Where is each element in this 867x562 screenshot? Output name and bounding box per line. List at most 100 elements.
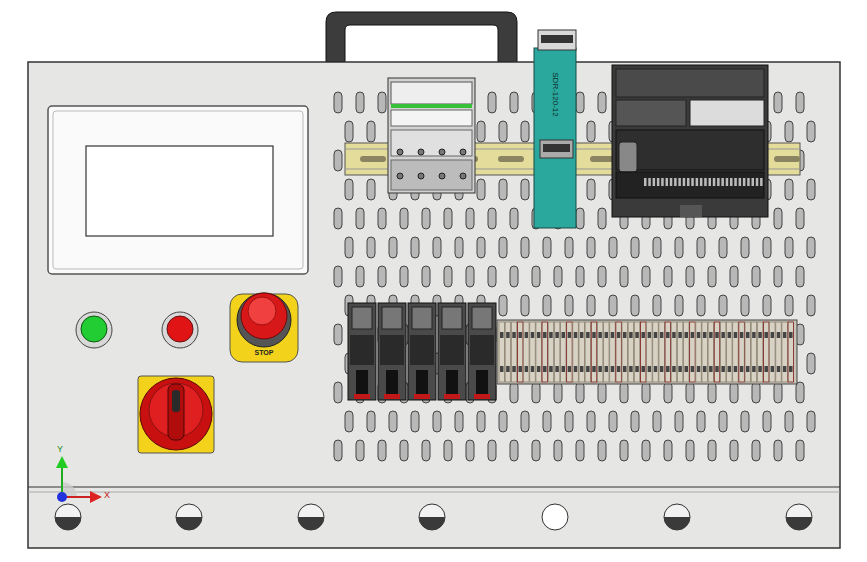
slot <box>598 382 606 403</box>
slot <box>741 237 749 258</box>
terminal-block <box>708 322 714 382</box>
slot <box>367 179 375 200</box>
button-ring <box>162 312 198 348</box>
screw <box>439 173 445 179</box>
slot <box>576 92 584 113</box>
breaker-terminals <box>391 160 472 190</box>
slot <box>752 382 760 403</box>
slot <box>741 295 749 316</box>
terminal-block <box>659 322 665 382</box>
plc-clip <box>680 205 702 217</box>
estop-label: STOP <box>255 349 274 356</box>
breaker-top <box>391 82 472 104</box>
plate-fold <box>28 492 840 493</box>
terminal-block <box>677 322 683 382</box>
slot <box>499 179 507 200</box>
slot <box>389 411 397 432</box>
slot <box>785 179 793 200</box>
slot <box>378 208 386 229</box>
rail-slot <box>774 156 800 162</box>
slot <box>554 266 562 287</box>
slot <box>356 92 364 113</box>
slot <box>444 208 452 229</box>
slot <box>422 440 430 461</box>
slot <box>334 324 342 345</box>
terminal-block <box>561 322 567 382</box>
screw <box>418 173 424 179</box>
pin <box>704 178 707 186</box>
slot <box>675 295 683 316</box>
slot <box>719 295 727 316</box>
cable-hole <box>664 504 690 530</box>
slot <box>433 411 441 432</box>
slot <box>708 382 716 403</box>
terminal-block <box>542 322 548 382</box>
slot <box>510 382 518 403</box>
terminal-block <box>585 322 591 382</box>
slot <box>466 208 474 229</box>
switch-body <box>140 378 212 450</box>
slot <box>719 237 727 258</box>
slot <box>455 411 463 432</box>
slot <box>620 266 628 287</box>
slot <box>554 382 562 403</box>
slot <box>807 295 815 316</box>
terminal-block <box>634 322 640 382</box>
estop-top <box>248 297 276 325</box>
slot <box>774 440 782 461</box>
pin <box>678 178 681 186</box>
slot <box>697 237 705 258</box>
slot <box>763 295 771 316</box>
terminal-block <box>727 322 733 382</box>
slot <box>730 382 738 403</box>
slot <box>752 266 760 287</box>
slot <box>609 411 617 432</box>
pin <box>709 178 712 186</box>
slot <box>642 266 650 287</box>
terminal-block <box>782 322 788 382</box>
terminal-block <box>505 322 511 382</box>
slot <box>422 208 430 229</box>
button-ring <box>76 312 112 348</box>
slot <box>488 266 496 287</box>
slot <box>631 237 639 258</box>
slot <box>642 382 650 403</box>
slot <box>521 179 529 200</box>
plate-fold <box>28 486 840 487</box>
slot <box>510 440 518 461</box>
terminal-block <box>567 322 573 382</box>
slot <box>543 411 551 432</box>
terminal-block <box>702 322 708 382</box>
slot <box>477 411 485 432</box>
slot <box>576 266 584 287</box>
slot <box>532 266 540 287</box>
terminal-block <box>733 322 739 382</box>
pin <box>730 178 733 186</box>
slot <box>653 411 661 432</box>
pin <box>713 178 716 186</box>
slot <box>466 440 474 461</box>
slot <box>587 295 595 316</box>
slot <box>631 411 639 432</box>
pin <box>661 178 664 186</box>
estop-label: STOP <box>230 344 298 360</box>
slot <box>334 382 342 403</box>
terminal-block <box>745 322 751 382</box>
slot <box>598 208 606 229</box>
slot <box>510 92 518 113</box>
pin <box>743 178 746 186</box>
hmi-screen <box>86 146 273 236</box>
psu-bottom-terminal <box>540 140 573 158</box>
slot <box>411 237 419 258</box>
rail-slot <box>360 156 386 162</box>
pin <box>700 178 703 186</box>
slot <box>378 440 386 461</box>
terminal-block <box>628 322 634 382</box>
relays <box>348 303 496 400</box>
slot <box>521 295 529 316</box>
pin <box>752 178 755 186</box>
slot <box>455 237 463 258</box>
slot <box>477 237 485 258</box>
slot <box>697 411 705 432</box>
slot <box>367 411 375 432</box>
